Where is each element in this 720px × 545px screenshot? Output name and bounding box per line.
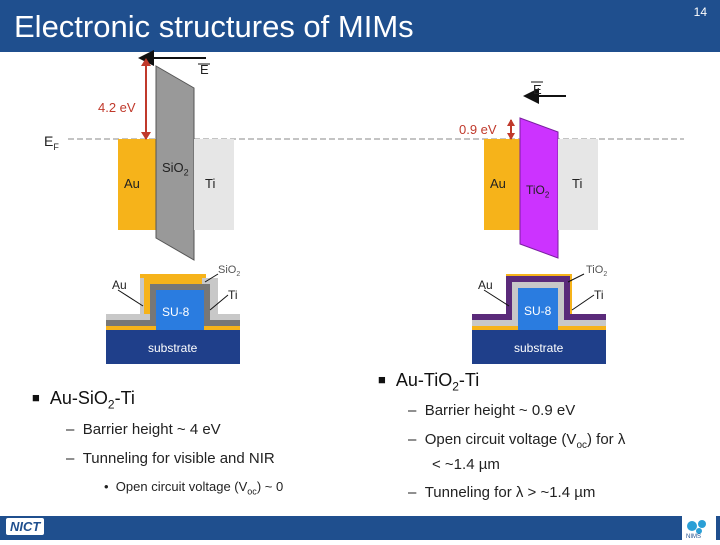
right-au-block xyxy=(484,139,520,230)
right-dev-tio2-label: TiO2 xyxy=(586,264,608,279)
right-bullet-item-3: – Tunneling for λ > ~1.4 µm xyxy=(408,484,596,501)
left-dev-substrate-label: substrate xyxy=(148,341,198,355)
bullet-square-icon: ■ xyxy=(378,372,386,387)
right-dev-su8-label: SU-8 xyxy=(524,304,552,318)
right-tio2-barrier xyxy=(519,117,559,259)
left-barrier-arrowhead-bottom xyxy=(141,132,151,140)
footer-bar: NICT NIMS xyxy=(0,516,720,540)
fermi-level-label: EF xyxy=(44,133,59,152)
svg-text:NIMS: NIMS xyxy=(686,534,701,540)
left-ti-pointer xyxy=(209,294,229,311)
right-tio2-pointer xyxy=(567,273,585,283)
left-metal1-label: Au xyxy=(124,176,140,191)
left-ti-layer xyxy=(106,284,240,326)
title-bar: Electronic structures of MIMs 14 xyxy=(0,0,720,52)
right-barrier-arrowhead-top xyxy=(507,119,515,126)
right-metal1-label: Au xyxy=(490,176,506,191)
right-dev-ti-label: Ti xyxy=(594,288,604,302)
left-field-label: E xyxy=(200,62,209,77)
left-barrier-label: 4.2 eV xyxy=(98,100,136,115)
bullet-square-icon: ■ xyxy=(32,390,40,405)
slide-title: Electronic structures of MIMs xyxy=(14,9,414,44)
left-dev-sio2-label: SiO2 xyxy=(218,264,241,279)
left-device xyxy=(106,274,240,364)
left-dev-ti-label: Ti xyxy=(228,288,238,302)
left-bullet-item-2: – Tunneling for visible and NIR xyxy=(66,450,275,467)
left-bullet-subitem: • Open circuit voltage (Voc) ~ 0 xyxy=(104,479,284,497)
left-au-pointer xyxy=(117,289,144,307)
left-dev-au-label: Au xyxy=(112,278,127,292)
left-su8-core xyxy=(156,290,204,330)
right-ti-block xyxy=(558,139,598,230)
right-su8-core xyxy=(518,288,558,330)
right-substrate xyxy=(472,330,606,364)
right-dev-substrate-label: substrate xyxy=(514,341,564,355)
right-metal2-label: Ti xyxy=(572,176,583,191)
left-dev-su8-label: SU-8 xyxy=(162,305,190,319)
left-sio2-barrier xyxy=(155,65,195,261)
left-bullet-heading: ■Au-SiO2-Ti xyxy=(32,388,135,412)
page-number: 14 xyxy=(693,5,707,19)
left-substrate xyxy=(106,330,240,364)
left-au-block xyxy=(118,139,156,230)
nims-logo: NIMS xyxy=(682,516,716,540)
right-barrier-label: 0.9 eV xyxy=(459,122,497,137)
right-dev-au-label: Au xyxy=(478,278,493,292)
right-device xyxy=(472,274,606,364)
right-bullet-item-1: – Barrier height ~ 0.9 eV xyxy=(408,402,576,419)
right-au-pointer xyxy=(483,289,510,307)
nict-logo: NICT xyxy=(6,518,45,535)
right-bullet-item-2-cont: < ~1.4 µm xyxy=(432,456,500,473)
right-field-label: E xyxy=(533,82,542,97)
left-metal2-label: Ti xyxy=(205,176,216,191)
left-bullet-item-1: – Barrier height ~ 4 eV xyxy=(66,421,221,438)
right-ti-layer xyxy=(472,282,606,326)
right-bullet-heading: ■Au-TiO2-Ti xyxy=(378,370,480,394)
right-ti-pointer xyxy=(571,294,595,311)
right-insulator-label: TiO2 xyxy=(526,183,550,200)
left-barrier-arrowhead-top xyxy=(141,58,151,66)
right-barrier-arrowhead-bottom xyxy=(507,133,515,140)
left-ti-block xyxy=(194,139,234,230)
right-tio2-layer xyxy=(472,276,606,320)
left-insulator-label: SiO2 xyxy=(162,160,189,178)
right-bullet-item-2: – Open circuit voltage (Voc) for λ xyxy=(408,431,626,451)
nims-logo-mark: NIMS xyxy=(686,520,706,540)
left-sio2-pointer xyxy=(204,273,219,283)
